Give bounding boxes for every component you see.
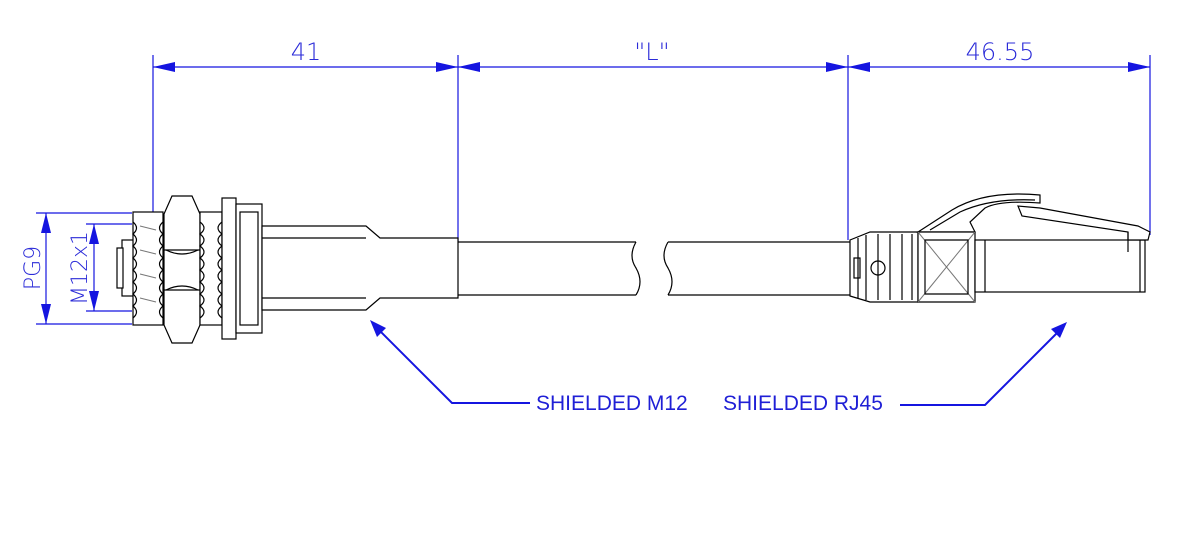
dimension-lines bbox=[152, 55, 1151, 242]
dimension-m12-length: 41 bbox=[291, 38, 322, 66]
dimension-rj45-length: 46.55 bbox=[966, 38, 1035, 66]
dimension-pg9: PG9 bbox=[21, 246, 46, 290]
label-shielded-rj45: SHIELDED RJ45 bbox=[723, 392, 883, 415]
m12-connector bbox=[116, 195, 459, 344]
rj45-connector bbox=[849, 193, 1151, 303]
dimension-cable-length: "L" bbox=[634, 38, 669, 66]
cable bbox=[458, 241, 850, 296]
thread-dimensions bbox=[36, 212, 132, 325]
callout-rj45 bbox=[900, 322, 1067, 406]
callout-m12 bbox=[370, 320, 530, 404]
dimension-m12x1: M12x1 bbox=[68, 231, 93, 305]
label-shielded-m12: SHIELDED M12 bbox=[536, 392, 688, 415]
